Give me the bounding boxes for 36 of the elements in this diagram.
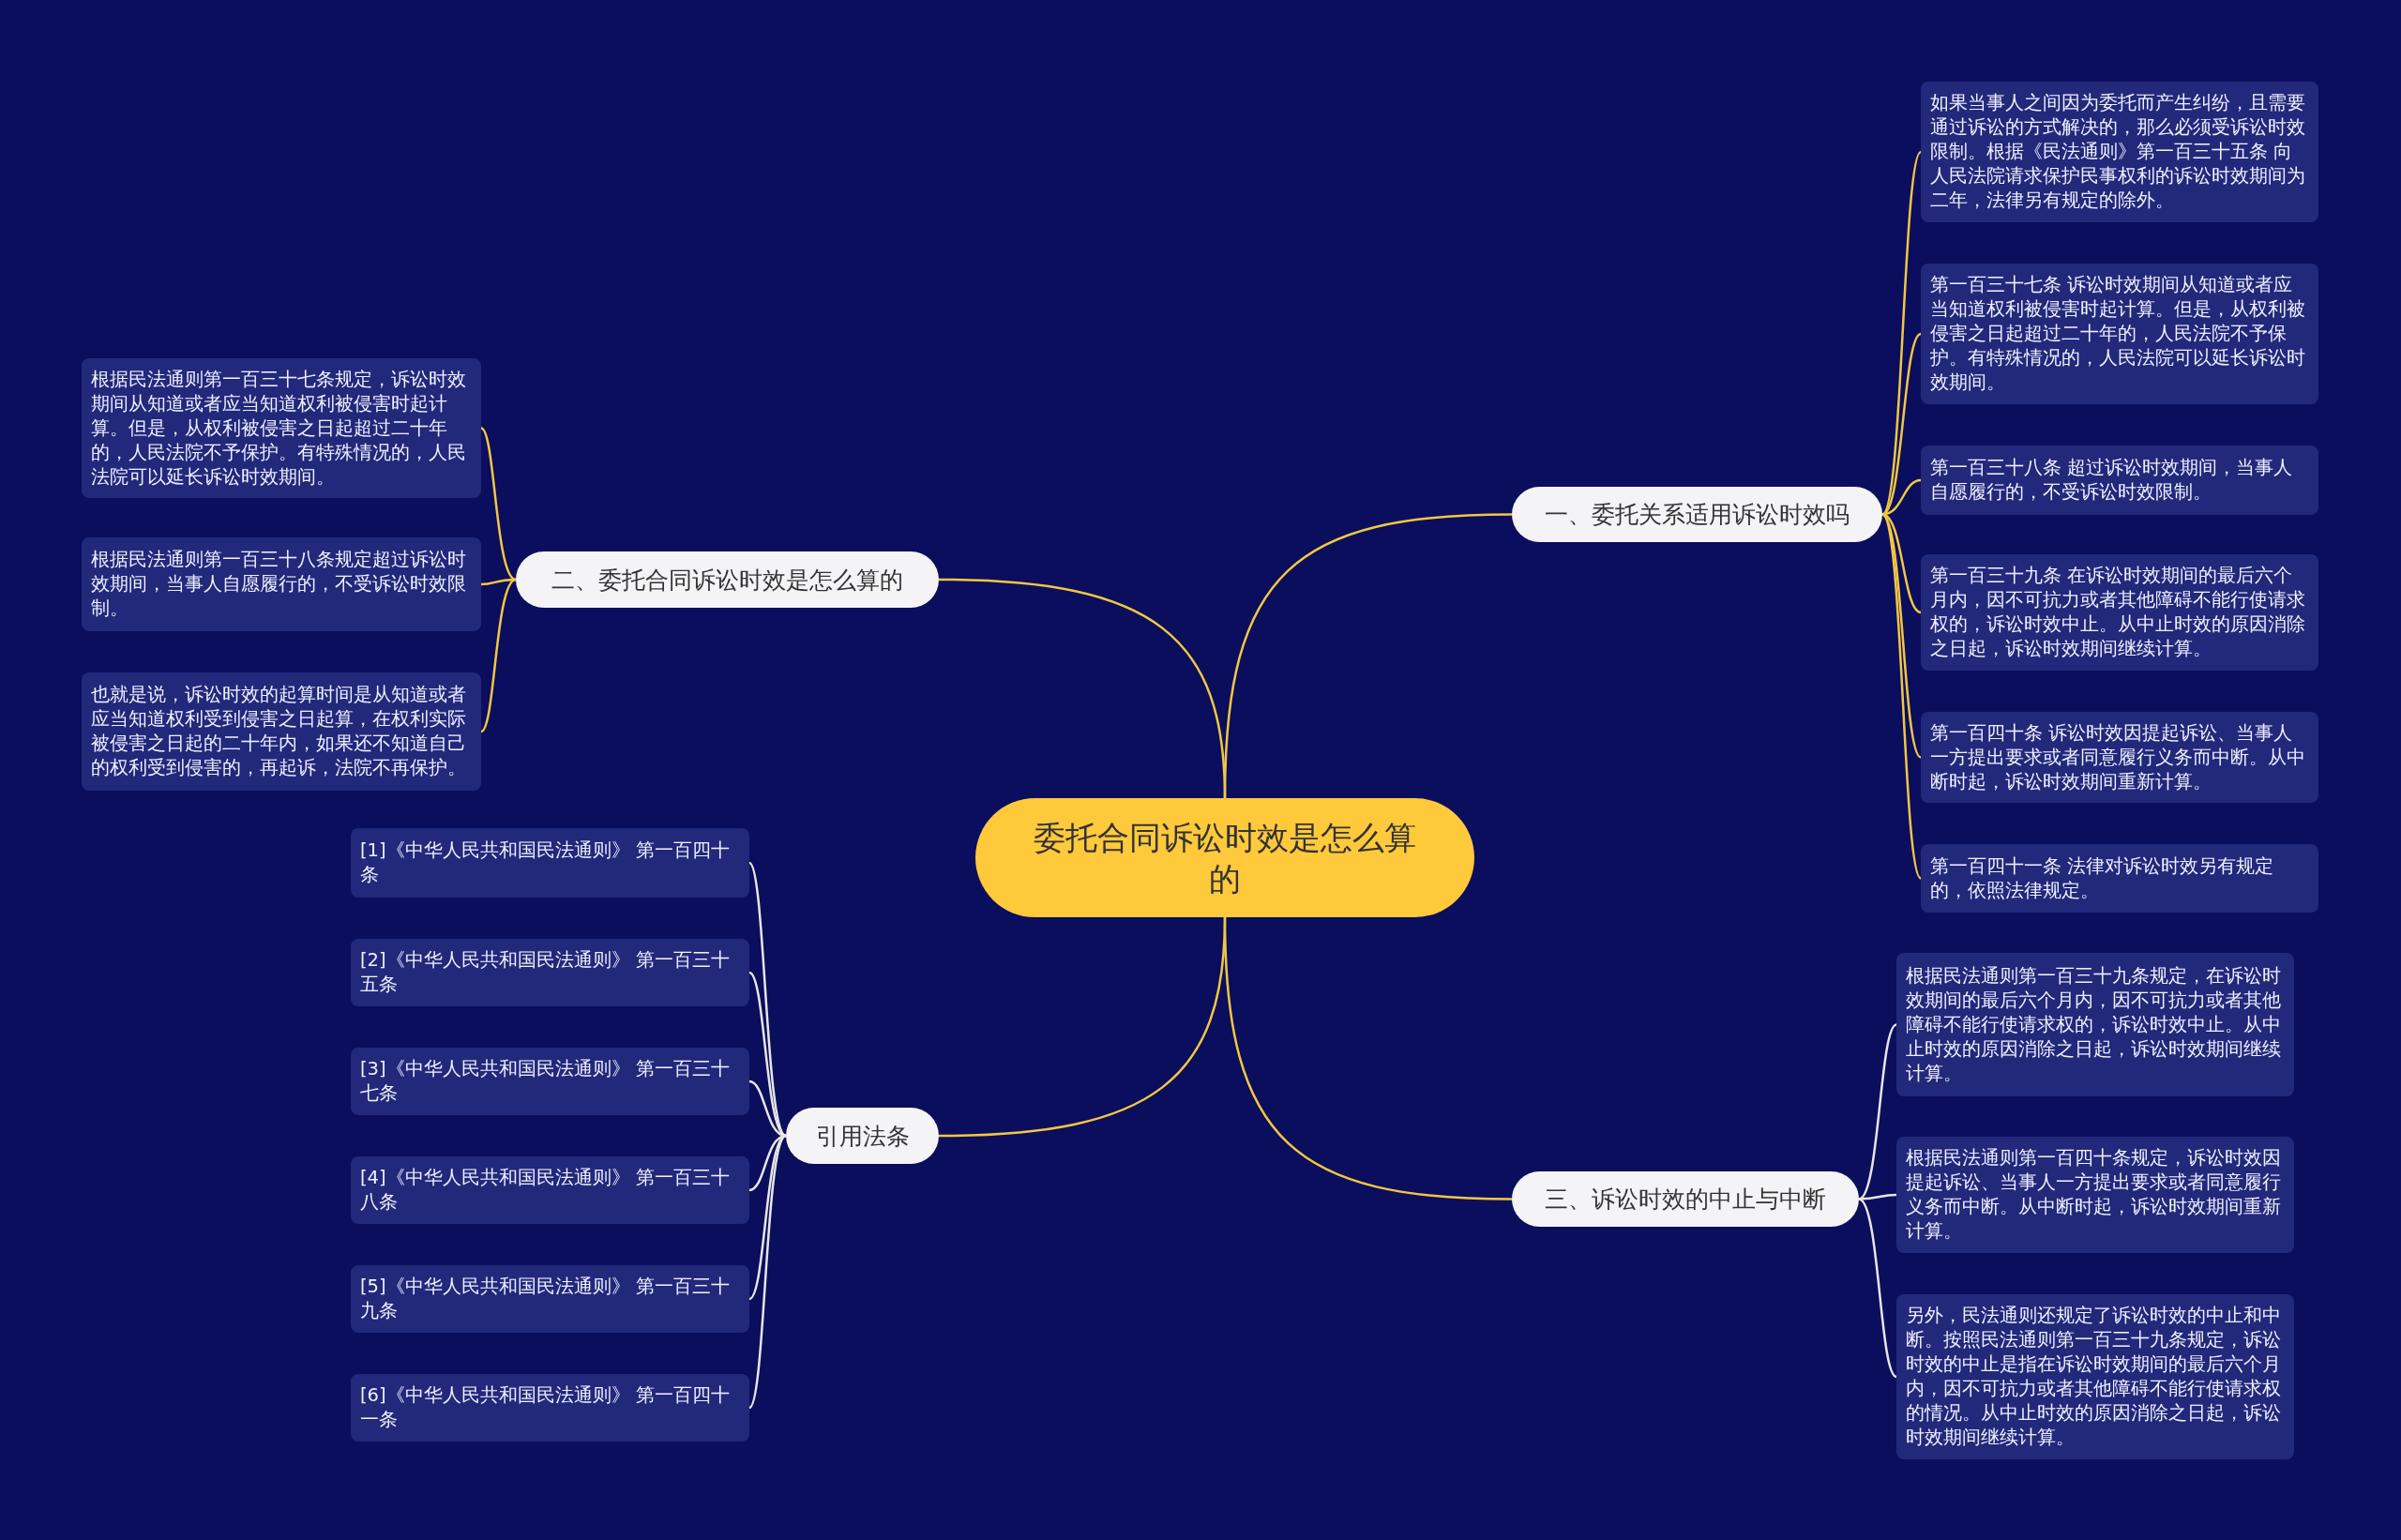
text-card: [6]《中华人民共和国民法通则》 第一百四十一条 — [351, 1374, 749, 1442]
topic-pill: 引用法条 — [786, 1108, 939, 1164]
connector-line — [1858, 1198, 1897, 1378]
text-card: 根据民法通则第一百三十八条规定超过诉讼时效期间，当事人自愿履行的，不受诉讼时效限制。 — [82, 537, 481, 631]
text-card: 另外，民法通则还规定了诉讼时效的中止和中断。按照民法通则第一百三十九条规定，诉讼时效的中止是指在诉讼时效期间的最后六个月内，因不可抗力或者其他障碍不能行使请求权的情况。从中止时效的原因消除之日起，诉讼时效期间继续计算。 — [1896, 1294, 2294, 1459]
text-card: 如果当事人之间因为委托而产生纠纷，且需要通过诉讼的方式解决的，那么必须受诉讼时效限制。根据《民法通则》第一百三十五条 向人民法院请求保护民事权利的诉讼时效期间为二年，法律另有规定的除外。 — [1921, 82, 2318, 222]
text-card: [4]《中华人民共和国民法通则》 第一百三十八条 — [351, 1156, 749, 1224]
text-card: 第一百四十条 诉讼时效因提起诉讼、当事人一方提出要求或者同意履行义务而中断。从中断时起，诉讼时效期间重新计算。 — [1921, 712, 2318, 803]
connector-line — [480, 427, 517, 581]
text-card: [5]《中华人民共和国民法通则》 第一百三十九条 — [351, 1265, 749, 1333]
connector-line — [747, 862, 787, 1137]
connector-line — [748, 1134, 787, 1300]
topic-pill: 二、委托合同诉讼时效是怎么算的 — [516, 551, 939, 608]
connector-line — [1881, 513, 1922, 759]
text-card: 第一百三十八条 超过诉讼时效期间，当事人自愿履行的，不受诉讼时效限制。 — [1921, 445, 2318, 515]
connector-line — [1858, 1023, 1897, 1200]
text-card: 根据民法通则第一百三十七条规定，诉讼时效期间从知道或者应当知道权利被侵害时起计算。但是，从权利被侵害之日起超过二十年的，人民法院不予保护。有特殊情况的，人民法院可以延长诉讼时效期间。 — [82, 358, 481, 498]
connector-line — [1881, 333, 1922, 516]
connector-line — [747, 1135, 787, 1409]
text-card: 第一百三十七条 诉讼时效期间从知道或者应当知道权利被侵害时起计算。但是，从权利被侵害之日起超过二十年的，人民法院不予保护。有特殊情况的，人民法院可以延长诉讼时效期间。 — [1921, 264, 2318, 404]
connector-line — [1880, 151, 1923, 516]
connector-line — [480, 578, 517, 732]
text-card: 第一百三十九条 在诉讼时效期间的最后六个月内，因不可抗力或者其他障碍不能行使请求权的，诉讼时效中止。从中止时效的原因消除之日起，诉讼时效期间继续计算。 — [1921, 554, 2318, 671]
connector-line — [938, 916, 1227, 1138]
connector-line — [1880, 513, 1923, 880]
text-card: [3]《中华人民共和国民法通则》 第一百三十七条 — [351, 1048, 749, 1115]
text-card: 根据民法通则第一百四十条规定，诉讼时效因提起诉讼、当事人一方提出要求或者同意履行义务而中断。从中断时起，诉讼时效期间重新计算。 — [1896, 1137, 2294, 1253]
central-topic: 委托合同诉讼时效是怎么算的 — [975, 798, 1474, 917]
text-card: [2]《中华人民共和国民法通则》 第一百三十五条 — [351, 939, 749, 1006]
text-card: 也就是说，诉讼时效的起算时间是从知道或者应当知道权利受到侵害之日起算，在权利实际被侵害之日起的二十年内，如果还不知道自己的权利受到侵害的，再起诉，法院不再保护。 — [82, 672, 481, 791]
topic-pill: 三、诉讼时效的中止与中断 — [1512, 1171, 1859, 1227]
text-card: 第一百四十一条 法律对诉讼时效另有规定的，依照法律规定。 — [1921, 844, 2318, 913]
connector-line — [938, 578, 1227, 799]
topic-pill: 一、委托关系适用诉讼时效吗 — [1512, 487, 1882, 542]
text-card: [1]《中华人民共和国民法通则》 第一百四十条 — [351, 828, 749, 898]
text-card: 根据民法通则第一百三十九条规定，在诉讼时效期间的最后六个月内，因不可抗力或者其他障碍不能行使请求权的，诉讼时效中止。从中止时效的原因消除之日起，诉讼时效期间继续计算。 — [1896, 953, 2294, 1096]
